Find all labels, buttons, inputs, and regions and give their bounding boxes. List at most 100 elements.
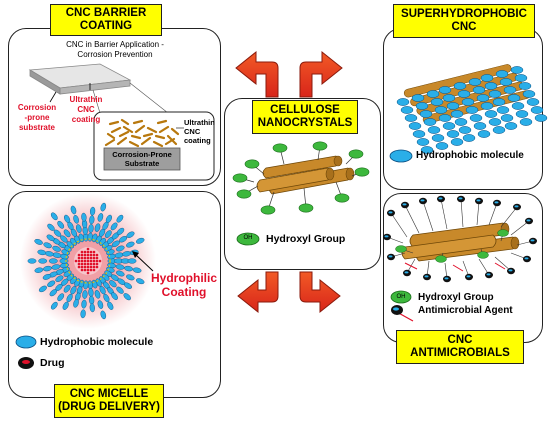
micelle-tail-molecule (47, 223, 55, 231)
drug-particle (86, 247, 90, 251)
am-oh-group (435, 255, 447, 263)
micelle-tail-molecule (111, 240, 120, 248)
drug-particle (77, 253, 81, 257)
hydrophobic-molecule (507, 94, 521, 102)
arrow-to-antimicrobial (299, 271, 341, 314)
drug-particle (92, 259, 96, 263)
drug-particle (92, 262, 96, 266)
micelle-molecule-legend-label: Hydrophobic molecule (40, 336, 154, 348)
micelle-tail-molecule (124, 282, 132, 289)
micelle-tail-molecule (97, 213, 104, 222)
am-hydroxyl-legend-label: Hydroxyl Group (418, 292, 494, 303)
hydrophobic-molecule (515, 110, 529, 118)
micelle-tail-molecule (116, 270, 125, 277)
hydrophobic-molecule (453, 82, 467, 90)
micelle-tail-molecule (116, 286, 124, 294)
hydrophobic-molecule (434, 106, 448, 114)
micelle-tail-molecule (73, 299, 79, 308)
oh-group-icon (272, 143, 288, 153)
drug-particle (89, 262, 93, 266)
micelle-illustration (15, 193, 156, 369)
drug-particle (83, 259, 87, 263)
micelle-tail-molecule (88, 224, 94, 233)
hydrophobic-molecule (419, 110, 433, 118)
drug-particle (89, 253, 93, 257)
micelle-tail-molecule (97, 300, 104, 309)
agent-bond (488, 202, 498, 226)
antimicrobial-agent-highlight (466, 275, 471, 278)
micelle-tail-molecule (57, 293, 65, 302)
drug-particle (77, 256, 81, 260)
antimicrobial-agent-highlight (530, 239, 535, 242)
antimicrobial-agent-highlight (424, 275, 429, 278)
oh-group-icon (244, 159, 260, 169)
antimicrobial-agent-highlight (438, 197, 443, 200)
hydrophobic-molecule (518, 82, 532, 90)
drug-particle (86, 250, 90, 254)
hydrophobic-molecule (488, 90, 502, 98)
micelle-tail-molecule (89, 303, 95, 313)
micelle-tail-molecule (42, 273, 52, 280)
drug-particle (92, 268, 96, 272)
micelle-tail-molecule (111, 292, 118, 300)
micelle-tail-molecule (51, 264, 61, 270)
hydrophobic-molecule (526, 98, 540, 106)
hydrophobic-molecule (416, 138, 430, 146)
micelle-tail-molecule (49, 289, 57, 297)
micelle-tail-molecule (70, 205, 77, 215)
drug-particle (77, 262, 81, 266)
agent-bond (476, 200, 480, 226)
antimicrobial-agent-highlight (526, 219, 531, 222)
hydrophobic-molecule (396, 98, 410, 106)
micelle-tail-molecule (59, 258, 69, 264)
drug-particle (83, 250, 87, 254)
hydroxyl-legend-icon (236, 232, 260, 246)
micelle-tail-molecule (73, 215, 79, 224)
micelle-tail-molecule (63, 284, 71, 293)
hydrophobic-molecule (412, 130, 426, 138)
drug-particle (86, 262, 90, 266)
hydrophobic-molecule (496, 106, 510, 114)
drug-particle (95, 253, 99, 257)
antimicrobial-rods (401, 222, 520, 262)
micelle-tail-molecule (132, 267, 142, 273)
hydrophobic-molecule (431, 134, 445, 142)
micelle-tail-molecule (48, 258, 58, 264)
agent-bond (440, 198, 448, 230)
drug-particle (80, 250, 84, 254)
micelle-tail-molecule (70, 286, 77, 295)
micelle-tail-molecule (109, 280, 117, 288)
hydroxyl-groups (232, 141, 370, 215)
hydrophobic-molecule (522, 90, 536, 98)
drug-particle (89, 265, 93, 269)
micelle-tail-molecule (50, 301, 58, 310)
micelle-tail-molecule (64, 214, 71, 224)
hydrophobic-molecule (510, 66, 524, 74)
drug-particle (77, 265, 81, 269)
hydrophobic-molecule-icon (389, 149, 413, 163)
hydrophobic-molecule (438, 114, 452, 122)
hydrophobic-molecule (473, 122, 487, 130)
antimicrobial-agent-highlight (420, 199, 425, 202)
hydrophobic-molecule (504, 122, 518, 130)
hydrophobic-molecule (426, 90, 440, 98)
hydrophobic-molecule (438, 86, 452, 94)
micelle-tail-molecule (55, 275, 64, 282)
drug-particle (86, 268, 90, 272)
cellulose-rods (256, 155, 355, 195)
hydrophobic-molecule (514, 74, 528, 82)
am-hydroxyl-legend-icon (390, 290, 412, 304)
micelle-tail-molecule (127, 258, 137, 264)
micelle-tail-molecule (107, 301, 114, 310)
micelle-tail-molecule (82, 290, 88, 299)
agent-bond (404, 204, 420, 234)
micelle-tail-molecule (116, 227, 125, 235)
superhydrophobic-legend-label: Hydrophobic molecule (416, 150, 524, 161)
drug-particle (98, 259, 102, 263)
hydrophobic-molecule (427, 126, 441, 134)
micelle-tail-molecule (119, 235, 128, 243)
hydrophobic-molecule (415, 102, 429, 110)
arrow-to-barrier (235, 50, 279, 98)
drug-particle (89, 259, 93, 263)
hydrophobic-molecule (430, 98, 444, 106)
